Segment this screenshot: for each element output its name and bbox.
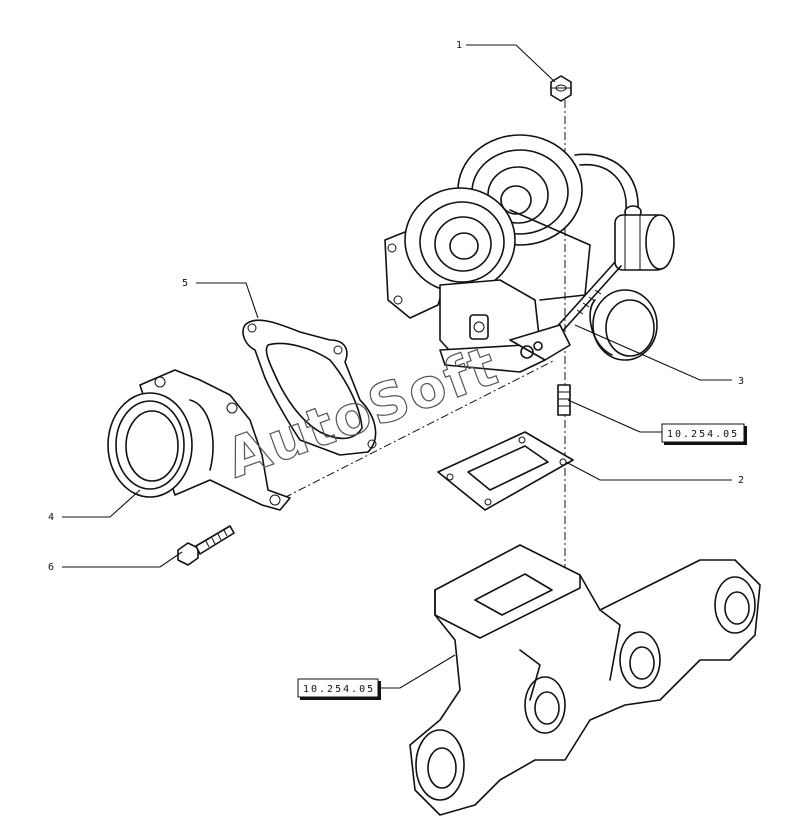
- callout-5-label: 5: [182, 278, 188, 289]
- exhaust-manifold: [409, 544, 761, 816]
- callout-2-label: 2: [738, 475, 744, 486]
- callout-4-label: 4: [48, 512, 54, 523]
- reference-box-bottom: 10.254.05: [297, 678, 381, 700]
- part-3-turbocharger: [384, 134, 675, 373]
- callout-3: 3: [738, 376, 744, 387]
- reference-box-top: 10.254.05: [661, 423, 747, 445]
- callout-6-label: 6: [48, 562, 54, 573]
- stud: [557, 384, 571, 416]
- reference-bottom-text: 10.254.05: [303, 684, 375, 695]
- part-2-gasket: [437, 431, 574, 511]
- callout-1: 1: [456, 40, 462, 51]
- callout-5: 5: [182, 278, 188, 289]
- callout-2: 2: [738, 475, 744, 486]
- part-1-nut: [550, 75, 572, 102]
- callout-4: 4: [48, 512, 54, 523]
- callout-6: 6: [48, 562, 54, 573]
- part-6-bolt: [177, 525, 235, 566]
- leaders: [62, 44, 732, 689]
- part-5-gasket: [242, 319, 377, 456]
- reference-top-text: 10.254.05: [667, 429, 739, 440]
- callout-3-label: 3: [738, 376, 744, 387]
- part-4-adapter: [107, 369, 291, 511]
- callout-1-label: 1: [456, 40, 462, 51]
